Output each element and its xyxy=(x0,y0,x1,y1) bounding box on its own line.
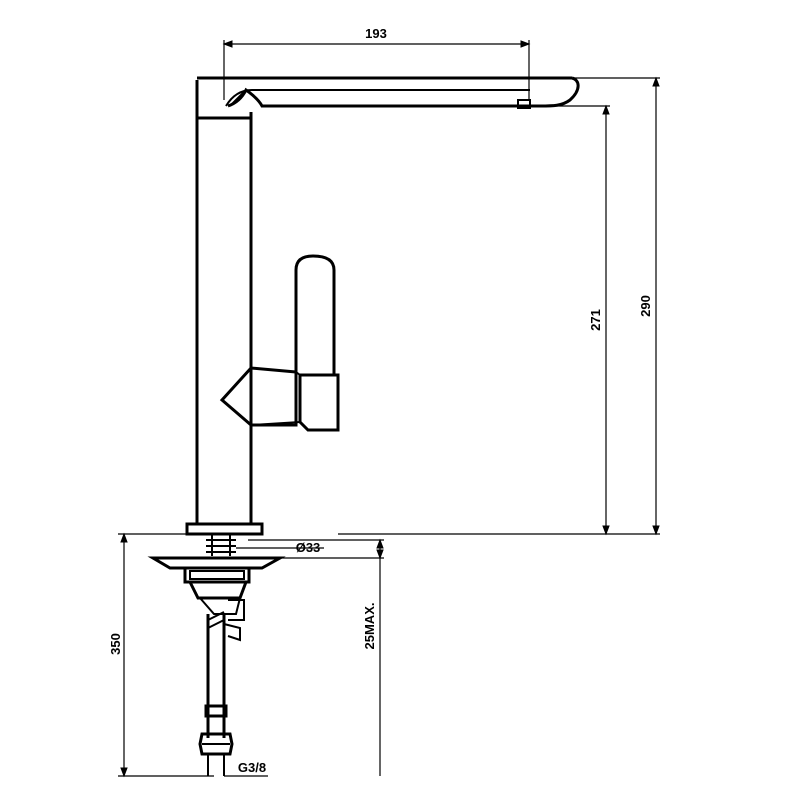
dimension-arrows xyxy=(120,40,660,778)
dim-base-diameter: Ø33 xyxy=(296,540,321,555)
lever-handle xyxy=(219,254,340,432)
dim-spout-height: 271 xyxy=(588,309,603,331)
dim-max-counter-thickness: 25MAX. xyxy=(362,603,377,650)
dim-hose-thread: G3/8 xyxy=(238,760,266,775)
dim-hose-length: 350 xyxy=(108,633,123,655)
dimension-lines xyxy=(118,40,660,777)
dim-total-height: 290 xyxy=(638,295,653,317)
mounting-assembly xyxy=(147,534,286,776)
dim-spout-reach: 193 xyxy=(365,26,387,41)
faucet-body xyxy=(185,76,580,536)
